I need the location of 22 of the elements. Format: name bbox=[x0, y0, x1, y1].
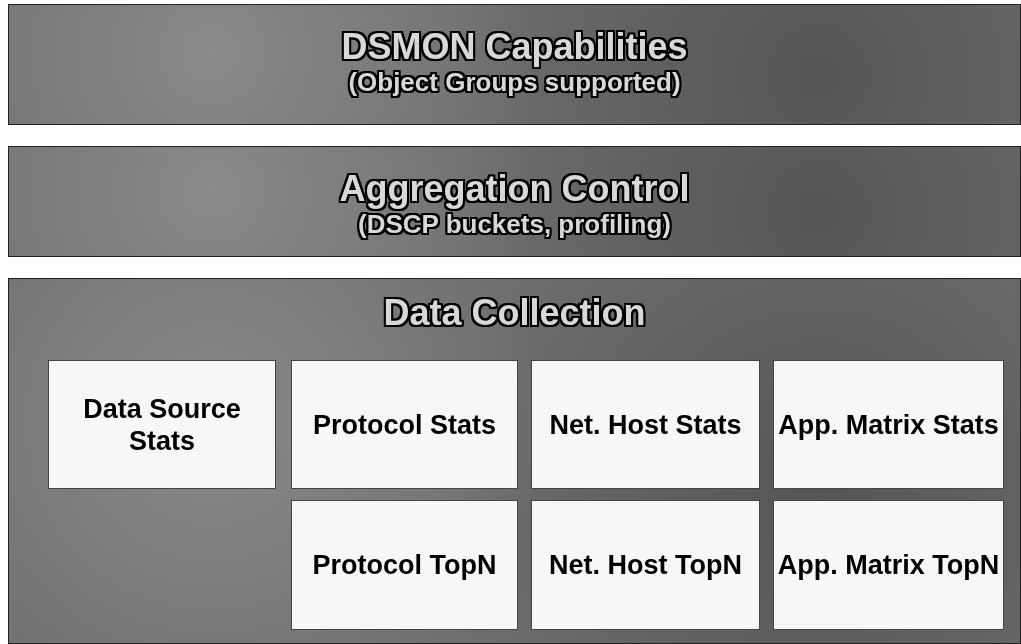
group-box bbox=[291, 500, 518, 630]
layer-title: Data Collection bbox=[383, 293, 646, 333]
box-label: App. Matrix Stats bbox=[778, 408, 999, 441]
box-label: Net. Host Stats bbox=[549, 408, 742, 441]
layer-title: Aggregation Control bbox=[339, 169, 690, 209]
layer-band bbox=[8, 4, 1021, 125]
box-label: App. Matrix TopN bbox=[777, 549, 1000, 581]
group-box bbox=[773, 500, 1004, 630]
box-label: Protocol Stats bbox=[313, 408, 496, 441]
layer-subtitle: (Object Groups supported) bbox=[348, 67, 681, 97]
group-box bbox=[48, 360, 276, 489]
box-label: Data Source Stats bbox=[82, 392, 242, 457]
layer-subtitle: (DSCP buckets, profiling) bbox=[358, 209, 671, 239]
group-box bbox=[531, 360, 760, 489]
layer-band bbox=[8, 146, 1021, 257]
box-label: Net. Host TopN bbox=[549, 549, 742, 581]
group-box bbox=[531, 500, 760, 630]
group-box bbox=[773, 360, 1004, 489]
layer-band bbox=[8, 278, 1021, 644]
layer-title: DSMON Capabilities bbox=[341, 27, 688, 67]
box-label: Protocol TopN bbox=[312, 549, 497, 581]
group-box bbox=[291, 360, 518, 489]
